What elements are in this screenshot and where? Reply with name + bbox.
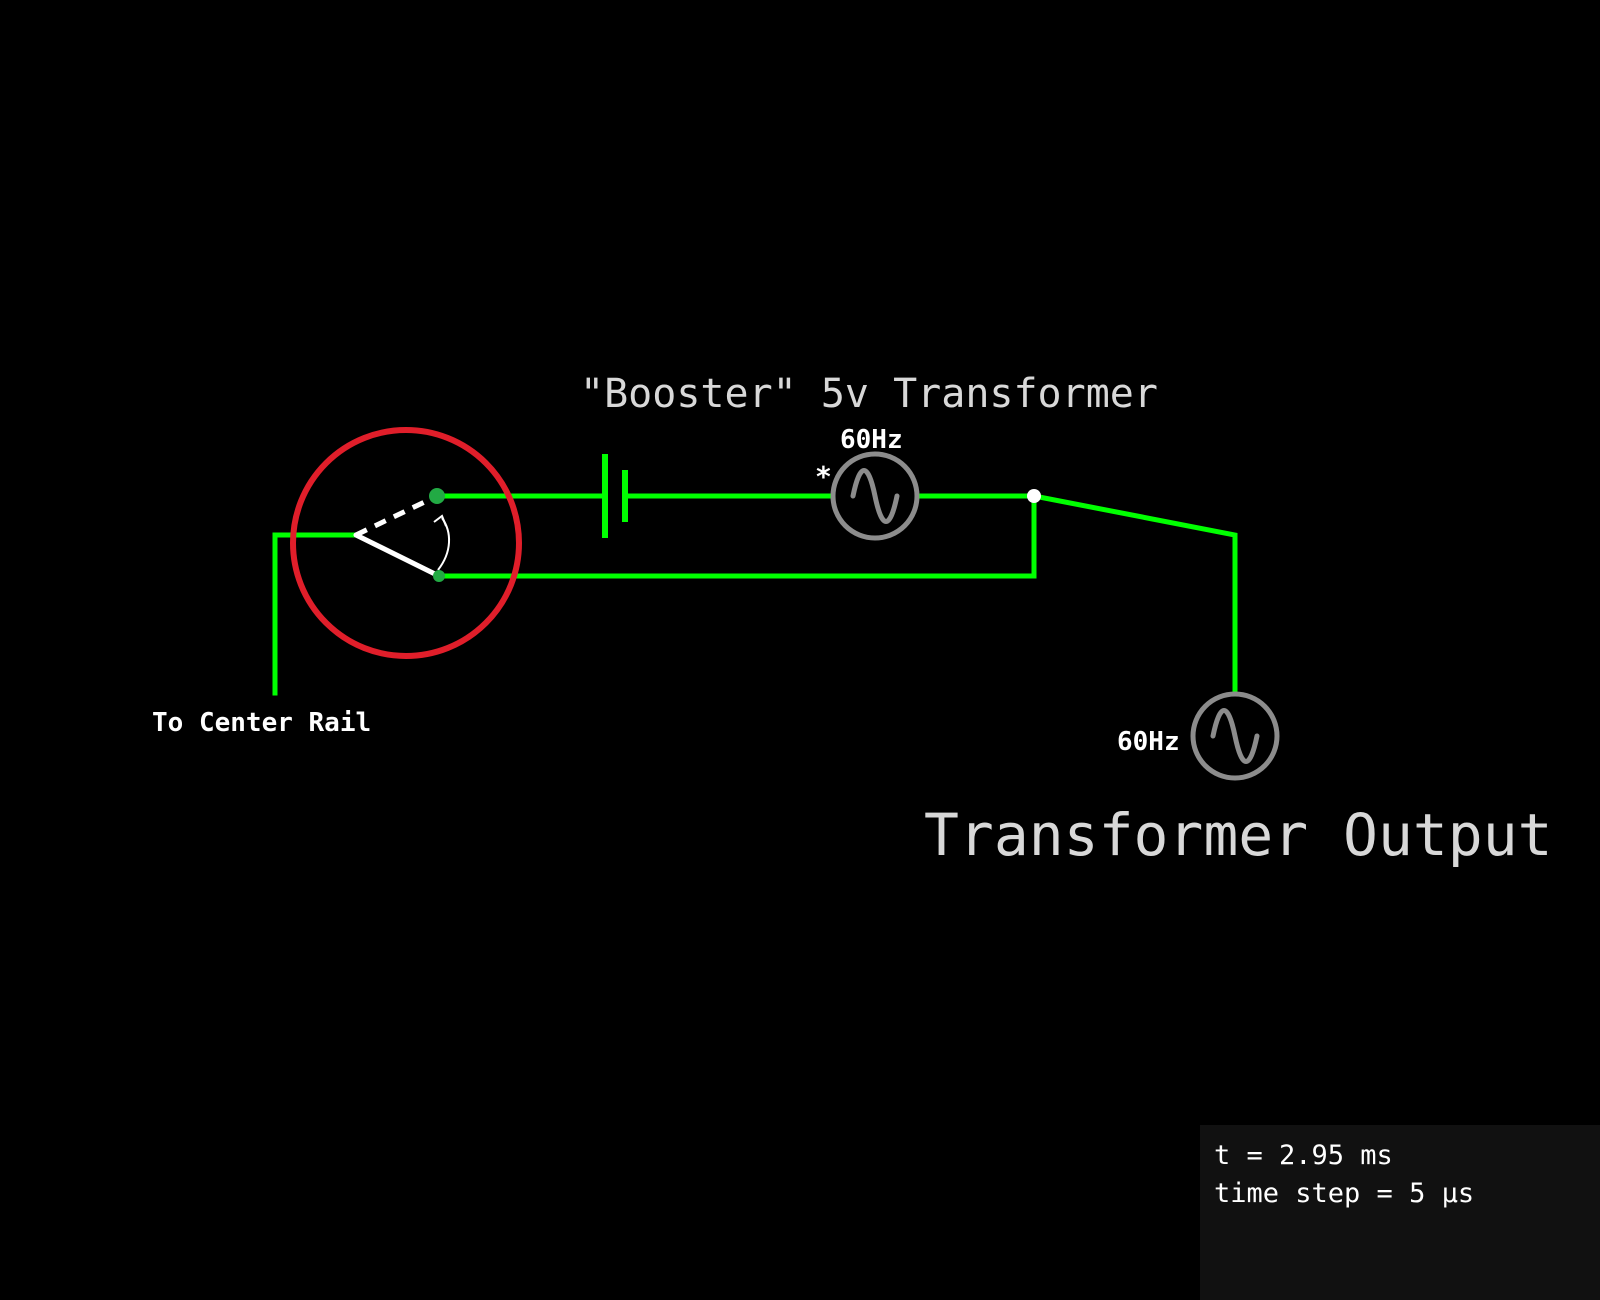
ac-source-top-ring xyxy=(830,451,920,541)
switch-terminal-top[interactable] xyxy=(429,488,445,504)
ac-source-output[interactable] xyxy=(1190,691,1280,781)
junction-dot xyxy=(1027,489,1041,503)
rail-label: To Center Rail xyxy=(152,708,371,738)
switch-arrow-icon xyxy=(437,517,450,571)
switch-arrow-head-icon xyxy=(433,514,447,527)
diagram-title: "Booster" 5v Transformer xyxy=(580,371,1158,417)
wire-to-output[interactable] xyxy=(1031,493,1238,696)
sim-timestep-readout: time step = 5 µs xyxy=(1214,1178,1475,1209)
output-label: Transformer Output xyxy=(924,801,1553,869)
simulation-info-panel: t = 2.95 ms time step = 5 µs xyxy=(1200,1125,1600,1300)
switch-blade xyxy=(353,532,442,579)
ac-source-top[interactable] xyxy=(830,451,920,541)
sine-wave-icon xyxy=(1210,708,1260,764)
wire-center-rail[interactable] xyxy=(272,532,359,696)
top-source-freq-label: 60Hz xyxy=(840,425,903,455)
highlight-circle xyxy=(290,427,522,659)
ac-source-output-ring xyxy=(1190,691,1280,781)
sine-wave-icon xyxy=(850,468,900,524)
spdt-switch[interactable] xyxy=(353,488,450,582)
output-source-freq-label: 60Hz xyxy=(1117,727,1180,757)
polarity-mark: * xyxy=(815,460,832,493)
sim-time-readout: t = 2.95 ms xyxy=(1214,1140,1393,1171)
switch-terminal-bottom[interactable] xyxy=(433,570,445,582)
battery-symbol[interactable] xyxy=(602,454,628,538)
switch-dashed-blade xyxy=(354,493,439,538)
